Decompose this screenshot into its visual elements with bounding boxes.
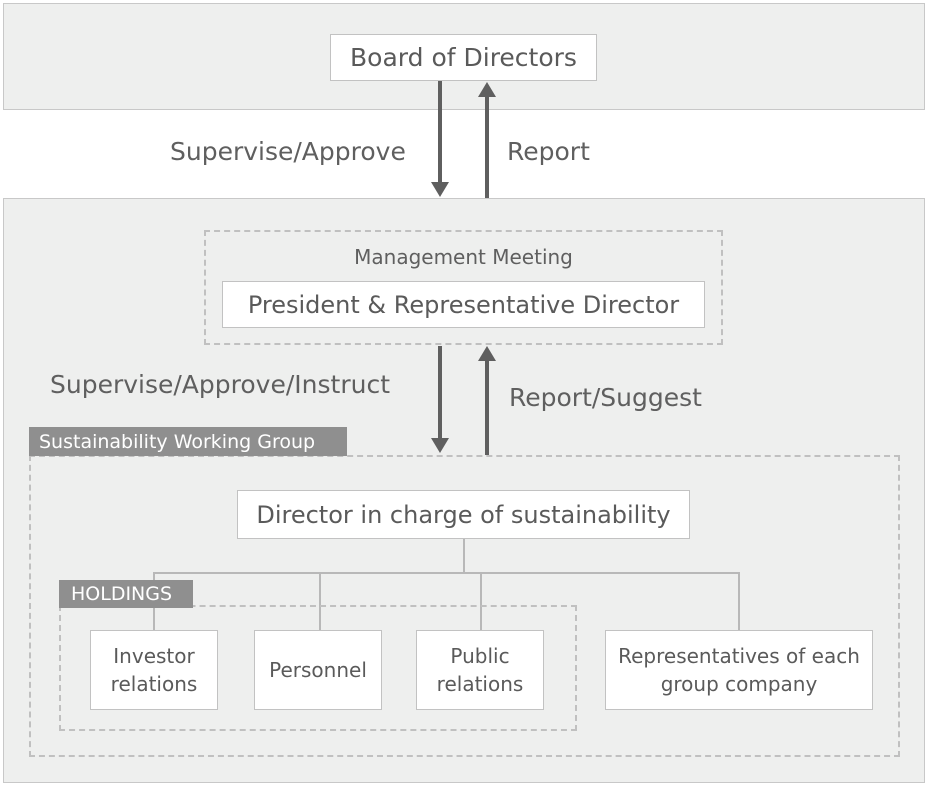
sustainability-working-group bbox=[29, 455, 900, 757]
president-box: President & Representative Director bbox=[222, 281, 705, 328]
supervise-approve-label: Supervise/Approve bbox=[170, 137, 406, 166]
report-suggest-label: Report/Suggest bbox=[509, 383, 702, 412]
public-relations-label: Public relations bbox=[436, 644, 524, 696]
holdings-group bbox=[59, 605, 577, 731]
holdings-tag-label: HOLDINGS bbox=[71, 583, 173, 605]
group-company-representatives-box: Representatives of each group company bbox=[605, 630, 873, 710]
management-meeting-group bbox=[204, 230, 723, 345]
investor-relations-box: Investor relations bbox=[90, 630, 218, 710]
top-down-arrow-head bbox=[431, 182, 449, 197]
sustainability-working-group-tag: Sustainability Working Group bbox=[29, 427, 347, 456]
connector-bus bbox=[153, 572, 740, 574]
president-label: President & Representative Director bbox=[247, 290, 680, 319]
connector-group-companies bbox=[738, 572, 740, 630]
personnel-box: Personnel bbox=[254, 630, 382, 710]
public-relations-box: Public relations bbox=[416, 630, 544, 710]
report-label: Report bbox=[507, 137, 590, 166]
top-up-arrow-head bbox=[478, 82, 496, 97]
board-of-directors-label: Board of Directors bbox=[350, 43, 577, 72]
holdings-tag: HOLDINGS bbox=[59, 580, 193, 608]
sustainability-working-group-tag-label: Sustainability Working Group bbox=[39, 430, 316, 453]
mid-up-arrow-head bbox=[478, 346, 496, 361]
board-of-directors-box: Board of Directors bbox=[330, 34, 597, 81]
supervise-approve-instruct-label: Supervise/Approve/Instruct bbox=[50, 370, 390, 399]
connector-public bbox=[480, 572, 482, 630]
mid-down-arrow-head bbox=[431, 438, 449, 453]
management-meeting-title: Management Meeting bbox=[354, 245, 573, 269]
director-sustainability-label: Director in charge of sustainability bbox=[256, 500, 671, 529]
personnel-label: Personnel bbox=[269, 658, 367, 682]
investor-relations-label: Investor relations bbox=[110, 644, 198, 696]
connector-personnel bbox=[319, 572, 321, 630]
connector-stem bbox=[463, 539, 465, 573]
group-company-representatives-label: Representatives of each group company bbox=[618, 644, 860, 696]
director-sustainability-box: Director in charge of sustainability bbox=[237, 490, 690, 539]
